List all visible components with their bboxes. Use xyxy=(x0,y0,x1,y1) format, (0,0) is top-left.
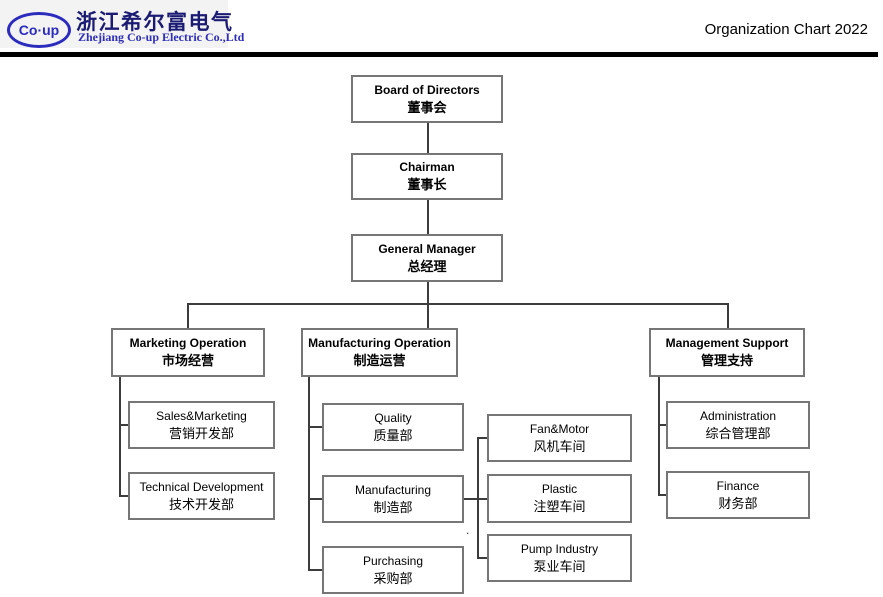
node-label-en: Management Support xyxy=(665,336,789,350)
node-label-en: Board of Directors xyxy=(374,82,480,97)
node-label-en: Technical Development xyxy=(139,479,264,494)
stub-quality xyxy=(308,426,322,428)
header-divider xyxy=(0,52,878,57)
node-label-en: Sales&Marketing xyxy=(156,408,247,423)
node-label-en: Fan&Motor xyxy=(529,421,590,436)
node-marketing-operation: Marketing Operation 市场经营 xyxy=(111,328,265,377)
node-label-cn: 营销开发部 xyxy=(168,425,234,441)
node-administration: Administration 综合管理部 xyxy=(666,401,810,449)
drop-management xyxy=(727,303,729,328)
company-name-chinese: 浙江希尔富电气 xyxy=(76,11,234,34)
line-gm-down xyxy=(427,282,429,328)
node-plastic: Plastic 注塑车间 xyxy=(487,474,632,523)
stub-fan-motor xyxy=(477,437,487,439)
node-finance: Finance 财务部 xyxy=(666,471,810,519)
line-chairman-gm xyxy=(427,200,429,234)
node-technical-development: Technical Development 技术开发部 xyxy=(128,472,275,520)
node-label-en: Pump Industry xyxy=(520,541,599,556)
stub-manufacturing xyxy=(308,498,322,500)
stub-technical-development xyxy=(119,495,128,497)
node-sales-marketing: Sales&Marketing 营销开发部 xyxy=(128,401,275,449)
node-label-en: Chairman xyxy=(399,160,455,174)
rail-management-children xyxy=(658,377,660,496)
node-label-en: Manufacturing Operation xyxy=(308,336,451,350)
link-manufacturing-workshops xyxy=(464,498,487,500)
node-label-cn: 董事长 xyxy=(407,177,447,192)
node-label-en: Administration xyxy=(699,408,777,423)
rail-manufacturing-children xyxy=(308,377,310,571)
node-label-cn: 财务部 xyxy=(718,495,758,511)
stub-administration xyxy=(658,424,666,426)
node-label-cn: 综合管理部 xyxy=(705,425,771,441)
node-label-en: Finance xyxy=(716,478,760,493)
node-label-cn: 管理支持 xyxy=(700,353,753,368)
node-label-en: Marketing Operation xyxy=(129,336,247,350)
stub-purchasing xyxy=(308,569,322,571)
node-general-manager: General Manager 总经理 xyxy=(351,234,503,282)
stub-sales-marketing xyxy=(119,424,128,426)
drop-marketing xyxy=(187,303,189,328)
rail-divisions xyxy=(187,303,729,305)
company-name-english: Zhejiang Co-up Electric Co.,Ltd xyxy=(78,30,245,44)
stub-finance xyxy=(658,494,666,496)
node-manufacturing: Manufacturing 制造部 xyxy=(322,475,464,523)
stray-period-mark: . xyxy=(466,523,470,537)
node-label-cn: 制造运营 xyxy=(353,353,406,368)
node-quality: Quality 质量部 xyxy=(322,403,464,451)
logo-oval-text: Co·up xyxy=(18,22,60,38)
node-pump-industry: Pump Industry 泵业车间 xyxy=(487,534,632,582)
node-label-en: Purchasing xyxy=(362,553,424,568)
node-label-cn: 质量部 xyxy=(373,427,413,443)
node-label-en: General Manager xyxy=(378,241,476,256)
node-label-cn: 技术开发部 xyxy=(168,496,234,512)
node-purchasing: Purchasing 采购部 xyxy=(322,546,464,594)
stub-pump-industry xyxy=(477,557,487,559)
page-title: Organization Chart 2022 xyxy=(704,21,868,38)
node-label-en: Manufacturing xyxy=(354,482,432,497)
node-manufacturing-operation: Manufacturing Operation 制造运营 xyxy=(301,328,458,377)
node-label-cn: 总经理 xyxy=(407,258,447,274)
node-chairman: Chairman 董事长 xyxy=(351,153,503,200)
node-board-of-directors: Board of Directors 董事会 xyxy=(351,75,503,123)
rail-marketing-children xyxy=(119,377,121,497)
node-label-cn: 董事会 xyxy=(407,99,447,115)
node-label-en: Quality xyxy=(374,410,412,425)
node-fan-motor: Fan&Motor 风机车间 xyxy=(487,414,632,462)
node-label-en: Plastic xyxy=(541,482,578,496)
node-label-cn: 风机车间 xyxy=(533,438,586,454)
coup-logo-icon: Co·up xyxy=(7,12,71,48)
node-label-cn: 市场经营 xyxy=(161,353,214,368)
node-management-support: Management Support 管理支持 xyxy=(649,328,805,377)
node-label-cn: 采购部 xyxy=(373,570,413,586)
node-label-cn: 泵业车间 xyxy=(533,558,586,574)
node-label-cn: 制造部 xyxy=(373,499,413,515)
node-label-cn: 注塑车间 xyxy=(533,499,586,514)
rail-workshops xyxy=(477,437,479,559)
line-board-chairman xyxy=(427,123,429,153)
